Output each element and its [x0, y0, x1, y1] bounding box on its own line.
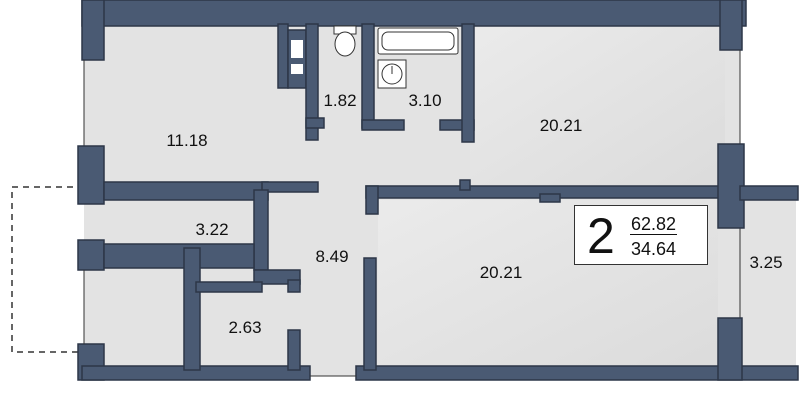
wall-storage-left: [183, 247, 201, 371]
wall-left-upper: [77, 145, 105, 205]
dashed-outline: [11, 186, 84, 353]
wall-left-middle: [77, 239, 105, 271]
wall-bedroom-notch: [459, 179, 471, 191]
wall-storage-top: [195, 281, 263, 293]
room-area-storage: 2.63: [228, 318, 262, 337]
wall-wc-door-stub: [305, 117, 325, 129]
room-area-bedroom: 20.21: [479, 263, 523, 282]
room-area-closet: 3.22: [195, 220, 229, 239]
wall-top: [81, 0, 747, 27]
wall-bath-bottom-left: [361, 119, 405, 131]
wall-bedroom-notch2: [539, 193, 561, 203]
wall-bedroom-top-left: [365, 185, 379, 215]
wall-wc-right: [305, 23, 319, 141]
room-area-hall: 8.49: [315, 247, 349, 266]
wall-storage-right: [287, 329, 301, 371]
wall-bath-left: [361, 23, 375, 129]
room-area-kitchen: 20.21: [539, 116, 583, 135]
wall-wc-left: [277, 23, 289, 89]
bathtub-icon: [377, 27, 459, 55]
room-area-living-left: 11.18: [166, 131, 208, 150]
wall-hall-stub-end: [287, 279, 301, 293]
wall-closet-right: [253, 189, 269, 271]
room-count: 2: [587, 208, 615, 264]
floor-shade-kitchen: [470, 26, 725, 186]
wall-wc-shaft-inner2: [291, 64, 303, 74]
wall-bottom-right: [355, 365, 799, 381]
room-area-toilet: 1.82: [323, 91, 357, 110]
wall-top-left-stub: [81, 0, 105, 61]
wall-bedroom-left: [363, 257, 377, 371]
wall-wc-shaft: [287, 29, 307, 89]
wall-living-bottom-stub: [261, 181, 319, 193]
wall-closet-bottom: [103, 243, 255, 269]
total-area: 62.82: [630, 214, 678, 235]
room-area-balcony: 3.25: [749, 253, 783, 272]
sink-icon: [377, 59, 407, 89]
apartment-summary-badge: 2 62.82 34.64: [574, 205, 708, 265]
wall-wc-shaft-inner1: [291, 40, 303, 58]
wall-top-right-stub: [719, 0, 743, 51]
balcony-floor: [740, 200, 796, 376]
wall-right-lower: [717, 317, 743, 381]
toilet-icon: [333, 25, 357, 57]
wall-living-bottom: [103, 181, 269, 201]
room-area-bathroom: 3.10: [408, 91, 442, 110]
living-area: 34.64: [631, 239, 677, 259]
wall-balcony-top: [739, 185, 799, 201]
wall-bath-right: [461, 23, 475, 143]
